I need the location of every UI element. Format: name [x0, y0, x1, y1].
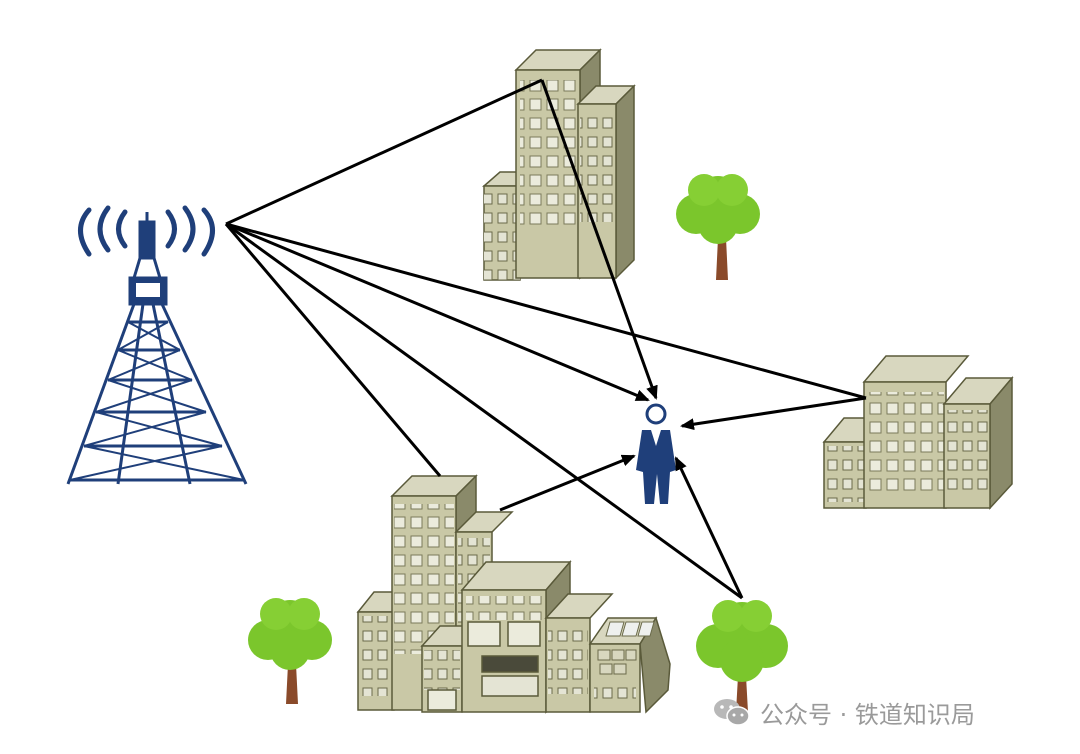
scatter-tree-to-person [674, 456, 744, 599]
reflection-bottom-to-person [499, 454, 636, 512]
tree-icon [676, 174, 760, 280]
path-to-right-building [225, 222, 867, 400]
building-bottom [356, 474, 671, 714]
wechat-icon [714, 699, 750, 726]
tree-icon [248, 598, 332, 704]
building-right [822, 355, 1014, 510]
watermark-text: 公众号 · 铁道知识局 [760, 700, 975, 729]
person-icon [636, 403, 676, 504]
path-to-tree [225, 222, 743, 600]
watermark: 公众号 · 铁道知识局 [712, 694, 975, 730]
path-to-bottom-building [224, 223, 442, 477]
reflection-top-to-person [540, 79, 658, 400]
tree-icon [696, 600, 788, 712]
path-to-top-building [225, 78, 543, 226]
direct-path-to-person [225, 222, 650, 402]
signal-waves [78, 205, 215, 257]
radio-tower-icon [66, 205, 248, 485]
building-top [482, 48, 636, 281]
reflection-right-to-person [680, 396, 867, 431]
signal-paths [224, 78, 867, 600]
